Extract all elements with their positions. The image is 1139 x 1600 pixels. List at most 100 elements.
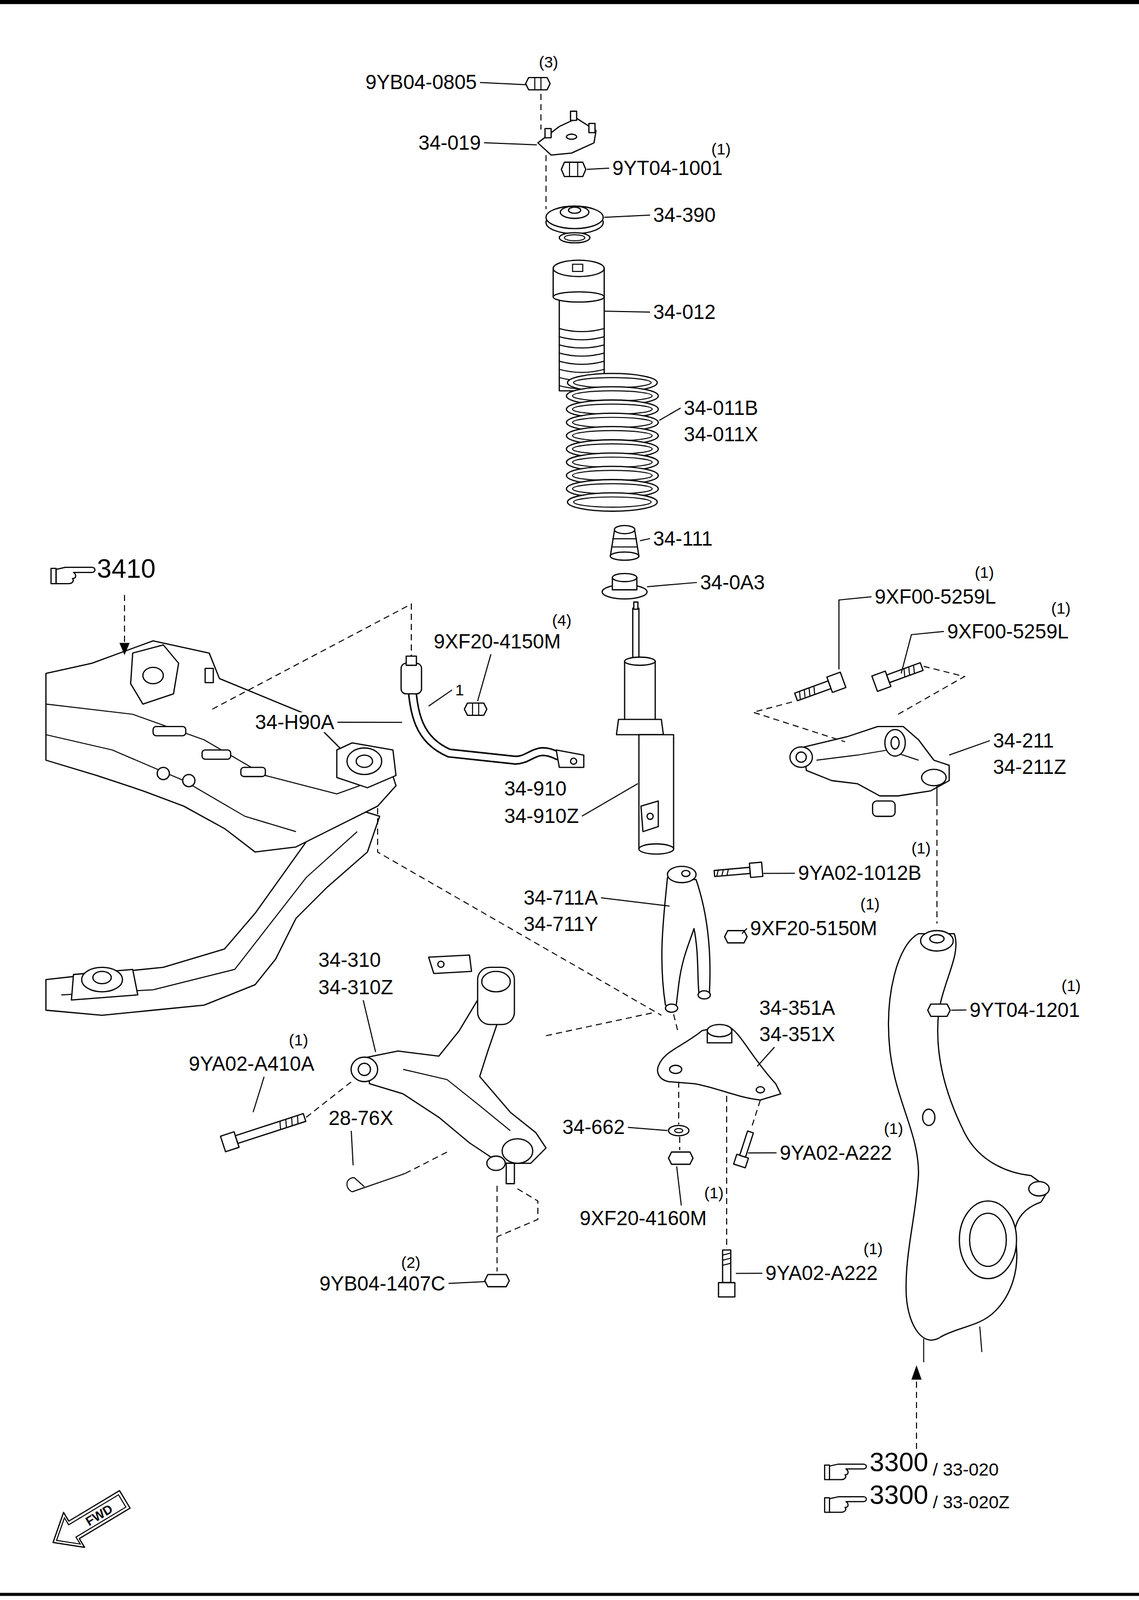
strut-mount-parts: [570, 111, 577, 121]
lower-control-arm: [351, 1057, 378, 1082]
lower-control-arm: [346, 1178, 365, 1193]
shock-absorber: [647, 813, 654, 820]
strut-fork: [673, 1014, 678, 1031]
lower-bracket-plate: [377, 808, 781, 1298]
strut-fork: [667, 866, 697, 883]
leader-line: [477, 654, 491, 702]
bump-stop: [610, 525, 639, 561]
part-number: 34-011X: [683, 424, 759, 445]
upper-control-arm: [886, 662, 924, 683]
stabilizer-bar: [556, 750, 584, 768]
lower-control-arm: [277, 1115, 301, 1131]
shock-absorber: [639, 735, 674, 850]
leader-line: [601, 898, 670, 907]
part-number: 9YB04-1407C: [319, 1273, 446, 1295]
leader-line: [351, 1131, 354, 1166]
stabilizer-bar: [411, 678, 580, 764]
section-reference: / 33-020: [932, 1460, 999, 1479]
lower-control-arm: [481, 971, 511, 993]
reference-hand: [824, 1498, 830, 1513]
shock-absorber: [632, 608, 640, 664]
bump-stop: [610, 552, 639, 561]
part-number: 9XF00-5259L: [947, 621, 1069, 642]
spring-seat: [602, 573, 648, 600]
quantity-callout: (1): [860, 896, 881, 913]
subframe: [45, 704, 388, 795]
leader-line: [640, 538, 651, 542]
strut-fork: [681, 870, 690, 877]
upper-control-arm: [826, 672, 846, 693]
strut-mount-parts: [540, 93, 542, 130]
reference-hand: [829, 1464, 867, 1480]
leader-line: [582, 783, 639, 817]
strut-mount-parts: [577, 162, 579, 177]
part-number: 9YA02-1012B: [798, 863, 922, 884]
leader-line: [949, 740, 990, 756]
part-number: 9YT04-1001: [612, 158, 723, 179]
lower-bracket-plate: [674, 1128, 683, 1134]
part-number: 9XF00-5259L: [874, 586, 997, 607]
part-number: 34-310: [318, 950, 381, 971]
upper-control-arm: [921, 769, 947, 786]
strut-mount-parts: [566, 134, 577, 140]
section-reference: 3300: [869, 1449, 929, 1476]
part-number: 34-019: [418, 132, 481, 153]
upper-control-arm: [871, 659, 925, 692]
quantity-callout: (1): [863, 1241, 883, 1258]
shock-absorber: [616, 719, 664, 736]
part-number: 34-211: [992, 730, 1055, 751]
shock-absorber: [616, 602, 674, 855]
quantity-callout: (1): [974, 564, 994, 581]
leader-line: [604, 311, 651, 313]
part-number: 34-351A: [759, 998, 836, 1019]
part-number: 9YT04-1201: [969, 1000, 1080, 1021]
strut-mount-parts: [545, 206, 603, 229]
callout-number: 1: [455, 682, 465, 699]
reference-hand: [824, 1497, 867, 1513]
lower-control-arm: [477, 967, 515, 1025]
steering-knuckle: [923, 1338, 925, 1363]
bump-stop: [614, 525, 635, 534]
leader-line: [901, 631, 944, 674]
stabilizer-bar: [464, 703, 488, 716]
part-number: 34-310Z: [318, 977, 394, 998]
page-border: [0, 1593, 1139, 1597]
strut-mount-parts: [564, 234, 585, 241]
leader-line: [604, 215, 651, 218]
strut-mount-parts: [568, 162, 571, 177]
lower-bracket-plate: [733, 1130, 757, 1169]
subframe: [81, 967, 123, 992]
part-number: 34-662: [562, 1117, 625, 1138]
shock-absorber: [639, 844, 674, 855]
strut-fork: [661, 862, 763, 1031]
quantity-callout: (1): [1061, 978, 1081, 994]
upper-control-arm: [898, 666, 965, 715]
subframe: [92, 971, 112, 984]
subframe: [119, 642, 130, 655]
quantity-callout: (1): [703, 1185, 724, 1202]
section-reference: 3300: [869, 1482, 929, 1509]
lower-bracket-plate: [377, 808, 662, 1016]
strut-fork: [698, 990, 711, 999]
lower-bracket-plate: [751, 1100, 760, 1126]
leader-line: [838, 596, 872, 670]
section-reference: / 33-020Z: [932, 1493, 1010, 1512]
quantity-callout: (4): [552, 612, 572, 629]
subframe: [346, 748, 382, 775]
forward-arrow: [48, 1488, 130, 1554]
subframe: [355, 755, 373, 768]
direction-label: FWD: [83, 1502, 115, 1529]
strut-fork: [716, 869, 729, 877]
strut-mount-parts: [537, 118, 596, 156]
part-number: 9YA02-A222: [765, 1263, 878, 1284]
subframe: [142, 667, 164, 684]
lower-bracket-plate: [722, 1250, 731, 1283]
steering-knuckle: [915, 1379, 918, 1450]
subframe: [205, 668, 214, 683]
leader-line: [484, 142, 537, 146]
steering-knuckle: [888, 933, 1050, 1341]
